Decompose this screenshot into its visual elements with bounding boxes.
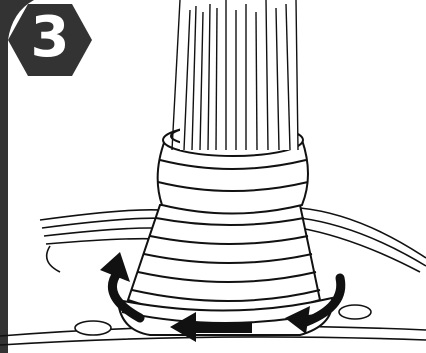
base-hole-right	[339, 305, 371, 319]
rod-bundle	[172, 0, 298, 150]
step-number: 3	[30, 4, 70, 72]
cone-sleeve	[128, 205, 320, 315]
base-hole-left	[75, 321, 111, 335]
